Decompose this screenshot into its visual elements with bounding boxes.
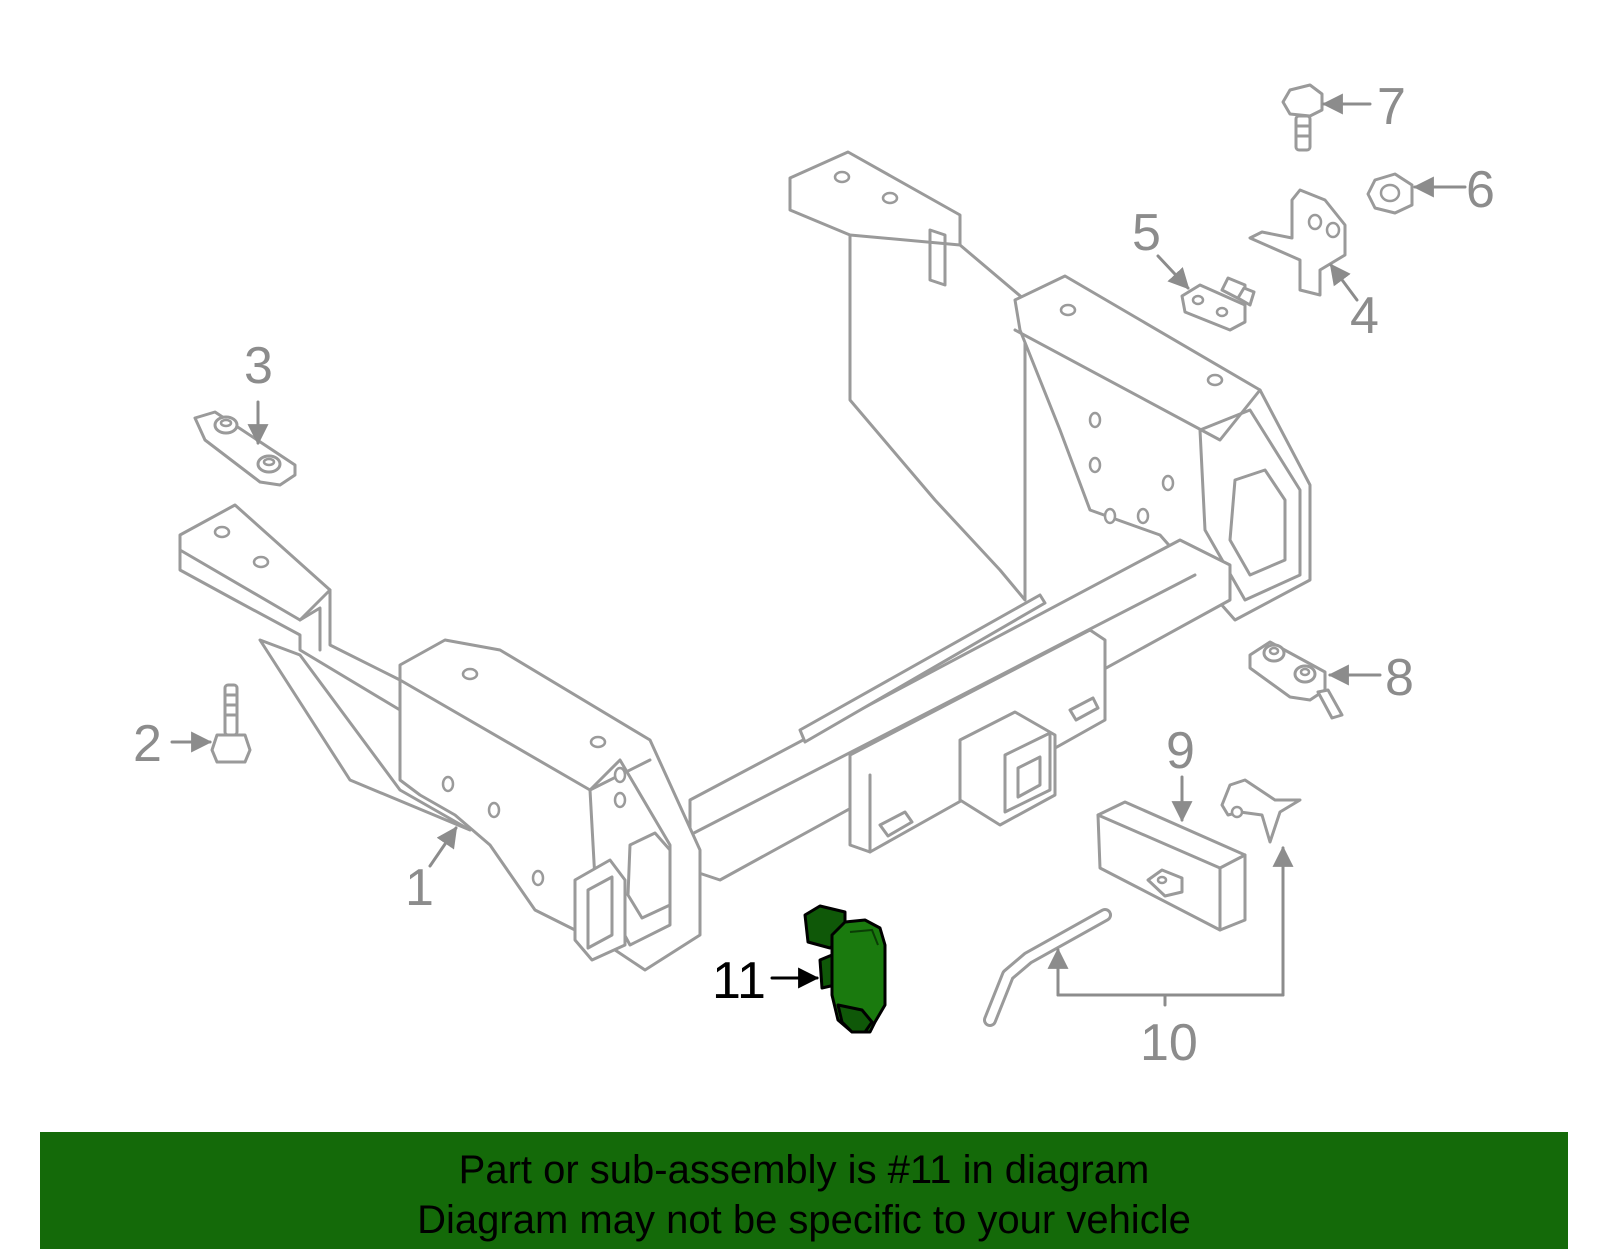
- callout-3: 3: [244, 337, 273, 395]
- callout-leaders: [170, 93, 1467, 1007]
- callout-10: 10: [1140, 1014, 1198, 1072]
- callout-4: 4: [1350, 287, 1379, 345]
- callout-5: 5: [1132, 204, 1161, 262]
- module-part-9[interactable]: [1096, 800, 1247, 932]
- leader-1: [428, 826, 458, 868]
- banner-line-part-number: Part or sub-assembly is #11 in diagram: [458, 1147, 1150, 1192]
- trailer-hitch-assembly[interactable]: [178, 150, 1312, 972]
- callout-2: 2: [133, 715, 162, 773]
- callout-7: 7: [1377, 78, 1406, 136]
- tube-and-bracket-part-10[interactable]: [983, 778, 1302, 1027]
- plate-nut-part-3[interactable]: [193, 410, 297, 487]
- callout-9: 9: [1166, 722, 1195, 780]
- callout-6: 6: [1466, 161, 1495, 219]
- leader-4: [1329, 263, 1359, 302]
- bolt-part-2[interactable]: [210, 683, 252, 764]
- bracket-part-4[interactable]: [1248, 188, 1347, 297]
- connector-part-11-highlighted[interactable]: [803, 904, 887, 1034]
- bracket-part-8[interactable]: [1248, 640, 1344, 720]
- part-info-banner: Part or sub-assembly is #11 in diagram D…: [40, 1132, 1568, 1249]
- callout-1: 1: [405, 859, 434, 917]
- retainer-clip-part-5[interactable]: [1180, 276, 1256, 332]
- callout-numbers: 1 2 3 4 5 6 7 8 9 10 11: [133, 78, 1495, 1072]
- callout-11-highlighted: 11: [712, 952, 766, 1010]
- bolt-part-7[interactable]: [1281, 83, 1324, 152]
- callout-8: 8: [1385, 649, 1414, 707]
- flange-nut-part-6[interactable]: [1366, 172, 1414, 215]
- banner-line-disclaimer: Diagram may not be specific to your vehi…: [417, 1197, 1191, 1242]
- leader-5: [1156, 254, 1190, 290]
